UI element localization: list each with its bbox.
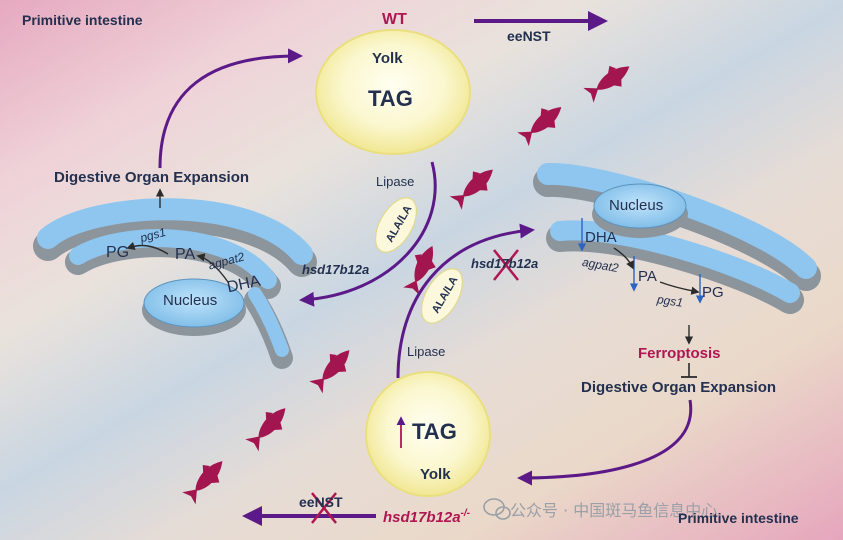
eenst-label-top: eeNST [507, 28, 551, 44]
lipase-label-left: Lipase [376, 174, 415, 189]
curve-arrow-bottom-right [517, 399, 693, 486]
zebrafish-6 [243, 400, 295, 454]
pg-label-right: PG [702, 284, 724, 301]
zebrafish-2 [515, 97, 570, 149]
hsd17b12a-label-right: hsd17b12a [471, 256, 539, 271]
eenst-inhibited-cross-icon [311, 492, 337, 524]
pa-label-left: PA [175, 246, 196, 263]
yolk-top-title: Yolk [372, 50, 403, 67]
watermark-text: 公众号 · 中国斑马鱼信息中心 [510, 501, 718, 520]
yolk-top-tag: TAG [368, 86, 413, 111]
curve-arrow-top-left [158, 48, 303, 169]
mutant-gene: hsd17b12a [383, 509, 461, 526]
yolk-bottom [365, 371, 491, 497]
right-expansion-label: Digestive Organ Expansion [581, 379, 777, 396]
pathway-arrow-dha-pa-right [613, 247, 634, 270]
condition-label-wt: WT [382, 11, 407, 28]
nucleus-label-right: Nucleus [609, 197, 664, 214]
pathway-arrow-pa-pg-right [659, 281, 700, 295]
eenst-label-bottom: eeNST [299, 494, 343, 510]
region-label-top-left: Primitive intestine [22, 12, 143, 28]
pathway-arrow-dha-pa-left [196, 253, 229, 283]
organ-right [533, 162, 821, 314]
pg-label-left: PG [106, 244, 130, 261]
ala-la-capsule-left [374, 197, 418, 253]
zebrafish-7 [180, 453, 232, 507]
curve-arrow-mid-left [299, 161, 437, 307]
organ-left [33, 198, 317, 369]
zebrafish-5 [307, 342, 359, 396]
region-label-bottom-right: Primitive intestine [678, 510, 799, 526]
pathway-arrow-pa-pg-left [126, 241, 169, 255]
left-expansion-label: Digestive Organ Expansion [54, 169, 250, 186]
hsd17b12a-knockout-cross-icon [493, 249, 519, 281]
zebrafish-1 [581, 56, 637, 106]
ferroptosis-label: Ferroptosis [638, 345, 721, 362]
mutant-label: hsd17b12a-/- [383, 508, 470, 526]
mutant-suffix: -/- [460, 508, 470, 519]
yolk-top [315, 29, 471, 155]
zebrafish-3 [447, 160, 501, 212]
pa-label-right: PA [638, 268, 657, 285]
lipase-label-right: Lipase [407, 344, 446, 359]
ala-la-capsule-right [420, 268, 464, 324]
dha-label-right: DHA [585, 229, 617, 246]
yolk-bottom-tag: TAG [412, 419, 457, 444]
nucleus-label-left: Nucleus [163, 292, 218, 309]
yolk-bottom-title: Yolk [420, 466, 451, 483]
curve-arrow-mid-right [396, 223, 535, 379]
wechat-icon [483, 498, 511, 520]
hsd17b12a-label-left: hsd17b12a [302, 262, 370, 277]
